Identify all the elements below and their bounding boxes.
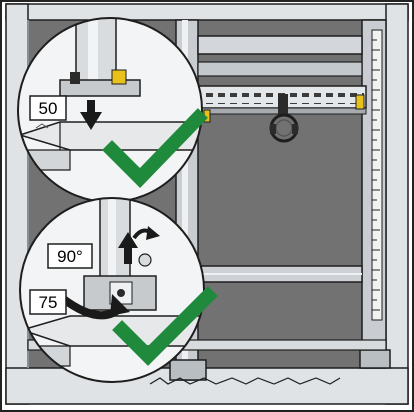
- frame-lower-rail: [197, 265, 363, 283]
- checkmark-icon: [102, 108, 208, 188]
- pipe-clamp: [269, 94, 299, 143]
- checkmark-icon: [112, 286, 218, 366]
- depth-value-top: 50: [39, 99, 58, 118]
- rotation-label: 90°: [47, 243, 93, 269]
- rotation-value: 90°: [57, 247, 83, 266]
- depth-value-bottom: 75: [39, 293, 58, 312]
- floor-rail: [27, 339, 387, 385]
- frame-top-rail: [197, 35, 363, 77]
- depth-label-bottom: 75: [29, 289, 67, 315]
- depth-label-top: 50: [29, 95, 67, 121]
- frame-post-right: [359, 19, 391, 369]
- yellow-clip-right: [355, 94, 365, 110]
